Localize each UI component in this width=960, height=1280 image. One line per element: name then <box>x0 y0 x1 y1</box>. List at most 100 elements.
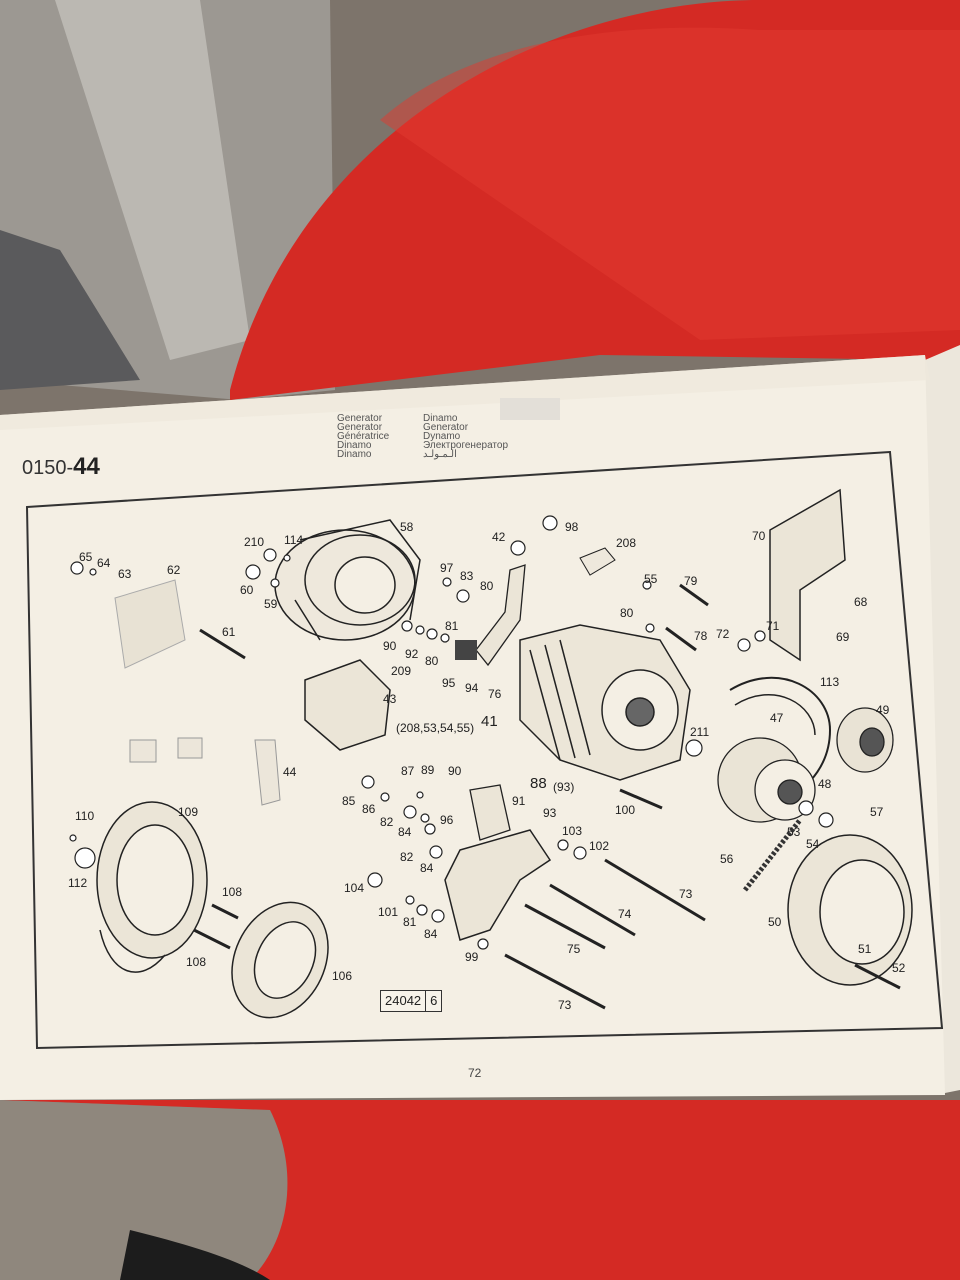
part-label-43: 43 <box>383 692 397 706</box>
part-label-106: 106 <box>332 969 353 983</box>
part-label-108a: 108 <box>222 885 243 899</box>
part-label-79: 79 <box>684 574 698 588</box>
part-label-48: 48 <box>818 777 832 791</box>
part-label-55: 55 <box>644 572 658 586</box>
part-label-68: 68 <box>854 595 868 609</box>
part-label-95: 95 <box>442 676 456 690</box>
part-label-109: 109 <box>178 805 199 819</box>
section-code: 0150-44 <box>22 453 100 481</box>
part-label-113: 113 <box>820 675 840 689</box>
header-line: Génératrice <box>337 431 390 442</box>
generator-body-drawing <box>519 624 691 781</box>
header-languages-left: Generator Generator Génératrice Dinamo D… <box>337 413 390 460</box>
part-label-92: 92 <box>405 647 419 661</box>
part-label-65: 65 <box>79 550 93 564</box>
part-label-103: 103 <box>562 824 583 838</box>
part-label-99: 99 <box>465 950 479 964</box>
reference-suffix: 6 <box>425 991 441 1011</box>
part-label-80c: 80 <box>425 654 439 668</box>
reference-main: 24042 <box>385 993 422 1008</box>
part-label-94: 94 <box>465 681 479 695</box>
part-label-100: 100 <box>615 803 636 817</box>
part-label-80b: 80 <box>620 606 634 620</box>
part-label-209: 209 <box>391 664 412 678</box>
part-label-52: 52 <box>892 961 906 975</box>
section-prefix: 0150- <box>22 457 74 479</box>
part-label-81b: 81 <box>403 915 417 929</box>
part-label-114: 114 <box>284 533 304 547</box>
part-label-60: 60 <box>240 583 254 597</box>
part-label-47: 47 <box>770 711 784 725</box>
end-cover-drawing <box>787 834 913 986</box>
header-line: Dinamo <box>337 449 372 460</box>
page-number: 72 <box>468 1066 482 1080</box>
reference-box: 24042 6 <box>380 990 443 1012</box>
part-label-61: 61 <box>222 625 236 639</box>
part-label-75: 75 <box>567 942 581 956</box>
part-label-64: 64 <box>97 556 111 570</box>
part-label-90b: 90 <box>448 764 462 778</box>
part-label-101: 101 <box>378 905 399 919</box>
part-label-93a: (93) <box>553 780 575 794</box>
part-label-73a: 73 <box>679 887 693 901</box>
part-label-72: 72 <box>716 627 730 641</box>
part-label-84b: 84 <box>420 861 434 875</box>
part-label-54: 54 <box>806 837 820 851</box>
part-label-91: 91 <box>512 794 526 808</box>
section-number: 44 <box>73 453 100 480</box>
part-label-53: 53 <box>787 825 801 839</box>
part-label-50: 50 <box>768 915 782 929</box>
header-line: Dinamo <box>423 413 458 424</box>
part-label-71: 71 <box>766 619 780 633</box>
part-label-70: 70 <box>752 529 766 543</box>
part-label-110: 110 <box>75 809 95 823</box>
part-label-44: 44 <box>283 765 297 779</box>
generator-housing-drawing <box>274 519 421 641</box>
part-label-78: 78 <box>694 629 708 643</box>
part-label-112: 112 <box>68 876 88 890</box>
part-label-58: 58 <box>400 520 414 534</box>
part-label-82a: 82 <box>380 815 394 829</box>
header-languages-right: Dinamo Generator Dynamo Электрогенератор… <box>423 413 509 460</box>
header-line: Generator <box>337 413 383 424</box>
part-label-93b: 93 <box>543 806 557 820</box>
bolts-drawing <box>189 583 901 1010</box>
header-line: Электрогенератор <box>423 440 509 451</box>
part-label-59: 59 <box>264 597 278 611</box>
header-line: Dinamo <box>337 440 372 451</box>
part-label-63: 63 <box>118 567 132 581</box>
part-label-84c: 84 <box>424 927 438 941</box>
part-label-41: 41 <box>481 713 498 730</box>
part-label-76: 76 <box>488 687 502 701</box>
header-line: Generator <box>423 422 469 433</box>
part-label-83: 83 <box>460 569 474 583</box>
plate-drawing <box>231 901 329 1019</box>
part-label-90a: 90 <box>383 639 397 653</box>
rear-cover-drawing <box>96 801 208 973</box>
part-label-81: 81 <box>445 619 459 633</box>
header-line: Generator <box>337 422 383 433</box>
part-label-89: 89 <box>421 763 435 777</box>
part-label-108b: 108 <box>186 955 207 969</box>
part-label-96: 96 <box>440 813 454 827</box>
part-label-86: 86 <box>362 802 376 816</box>
part-label-42: 42 <box>492 530 506 544</box>
part-label-87: 87 <box>401 764 415 778</box>
header-arabic: الـمـولـد <box>423 449 457 460</box>
header-line: Dynamo <box>423 431 461 442</box>
part-label-62: 62 <box>167 563 181 577</box>
part-label-208: 208 <box>616 536 637 550</box>
part-label-211: 211 <box>690 725 710 739</box>
part-label-73b: 73 <box>558 998 572 1012</box>
part-label-56: 56 <box>720 852 734 866</box>
part-label-84a: 84 <box>398 825 412 839</box>
part-label-104: 104 <box>344 881 365 895</box>
part-label-88: 88 <box>530 775 547 792</box>
part-label-49: 49 <box>876 703 890 717</box>
part-label-102: 102 <box>589 839 610 853</box>
part-label-85: 85 <box>342 794 356 808</box>
part-label-57: 57 <box>870 805 884 819</box>
part-label-74: 74 <box>618 907 632 921</box>
part-label-69: 69 <box>836 630 850 644</box>
